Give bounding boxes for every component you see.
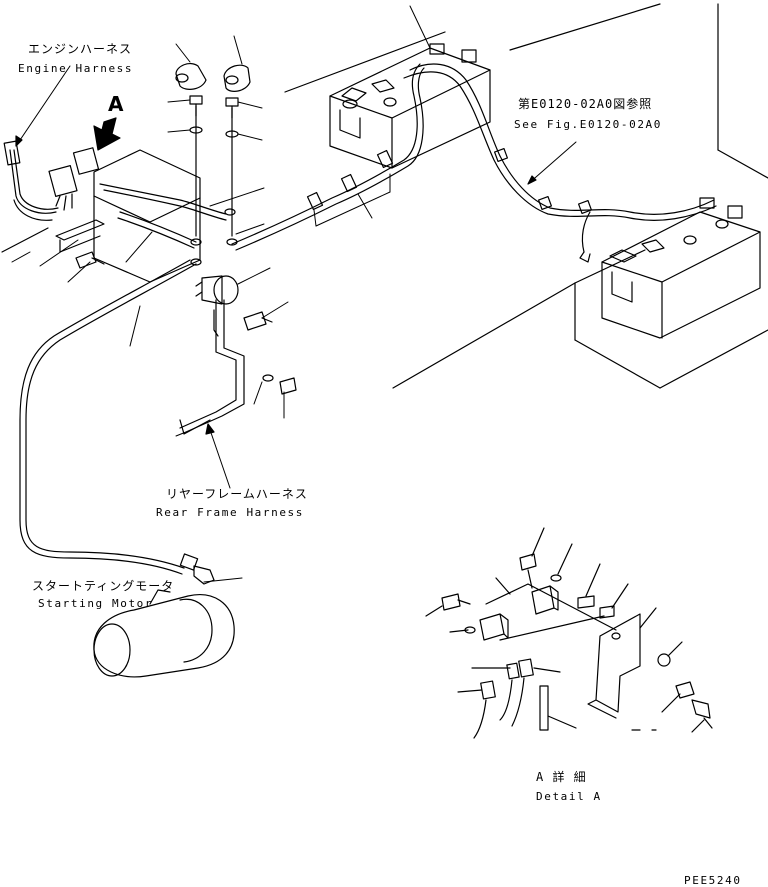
tick-marks bbox=[11, 251, 187, 437]
detail-a bbox=[425, 527, 713, 739]
view-arrow bbox=[93, 117, 121, 151]
drawing-number: PEE5240 bbox=[684, 874, 742, 887]
starting-motor-label-en: Starting Motor bbox=[38, 597, 154, 610]
see-fig-label-jp: 第E0120-02A0図参照 bbox=[518, 97, 653, 111]
battery-lower bbox=[601, 197, 761, 339]
battery-link-cable bbox=[403, 63, 717, 263]
detail-a-label-jp: A 詳 細 bbox=[536, 770, 587, 784]
detail-a-label-en: Detail A bbox=[536, 790, 602, 803]
leader-lines bbox=[15, 5, 577, 583]
rear-frame-harness-label-en: Rear Frame Harness bbox=[156, 506, 305, 519]
leader-arrowheads bbox=[15, 135, 537, 435]
starting-motor-label-jp: スタートティングモータ bbox=[32, 579, 175, 593]
frame-lines bbox=[1, 3, 768, 389]
terminal-caps bbox=[175, 62, 251, 138]
engine-harness-label-en: Engine Harness bbox=[18, 62, 134, 75]
harness-cables bbox=[19, 63, 425, 585]
rear-frame-harness-label-jp: リヤーフレームハーネス bbox=[166, 487, 308, 501]
starting-motor bbox=[93, 589, 235, 678]
see-fig-label-en: See Fig.E0120-02A0 bbox=[514, 118, 663, 131]
relay-bracket bbox=[3, 105, 297, 395]
engine-harness-label-jp: エンジンハーネス bbox=[28, 42, 133, 56]
view-a-marker: A bbox=[108, 92, 124, 116]
battery-upper bbox=[329, 43, 491, 169]
